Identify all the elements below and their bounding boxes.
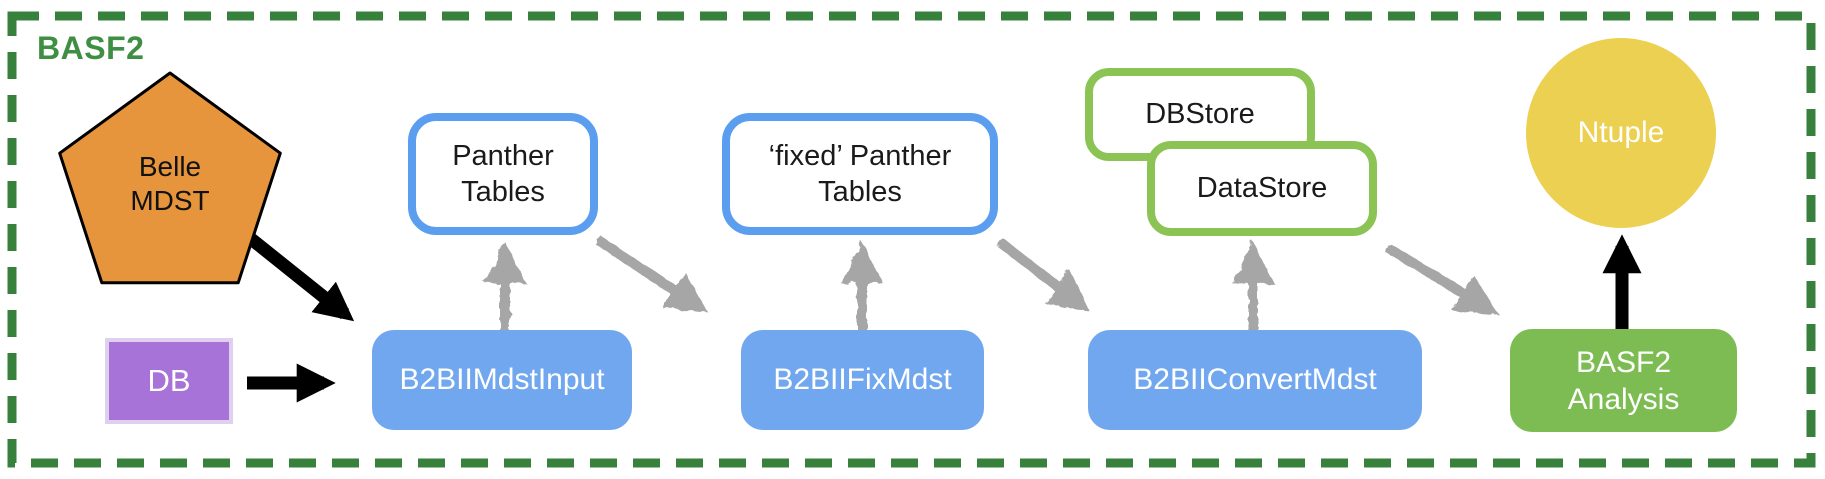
ntuple-node: Ntuple (1526, 38, 1716, 228)
fixed-panther-tables-node: ‘fixed’ Panther Tables (722, 113, 998, 235)
datastore-label: DataStore (1196, 172, 1328, 204)
datastore-node: DataStore (1147, 141, 1377, 236)
db-node: DB (105, 338, 233, 424)
frame-title: BASF2 (37, 30, 145, 66)
db-label: DB (147, 363, 191, 398)
arrow-panthertables-to-fixmdst (595, 235, 709, 313)
basf2-analysis-node: BASF2 Analysis (1510, 329, 1737, 432)
diagram-frame-border (7, 11, 1816, 468)
b2bii-mdst-input-label: B2BIIMdstInput (399, 363, 605, 396)
arrow-datastore-to-analysis (1385, 243, 1499, 315)
b2bii-fix-mdst-node: B2BIIFixMdst (741, 330, 984, 430)
arrow-fixedpanther-to-convertmdst (996, 238, 1090, 312)
panther-tables-node: Panther Tables (408, 113, 598, 235)
ntuple-label: Ntuple (1577, 116, 1665, 149)
b2bii-mdst-input-node: B2BIIMdstInput (372, 330, 632, 430)
arrow-bellemdst-to-mdstinput (235, 224, 355, 322)
b2bii-convert-mdst-node: B2BIIConvertMdst (1088, 330, 1422, 430)
b2bii-fix-mdst-label: B2BIIFixMdst (773, 363, 952, 396)
panther-tables-label: Panther Tables (452, 140, 554, 208)
basf2-analysis-label: BASF2 Analysis (1567, 345, 1680, 416)
belle-mdst-label: Belle MDST (130, 151, 210, 216)
b2bii-convert-mdst-label: B2BIIConvertMdst (1133, 363, 1377, 396)
fixed-panther-tables-label: ‘fixed’ Panther Tables (768, 140, 952, 208)
dbstore-label: DBStore (1145, 98, 1255, 130)
belle-mdst-pentagon (58, 71, 282, 285)
